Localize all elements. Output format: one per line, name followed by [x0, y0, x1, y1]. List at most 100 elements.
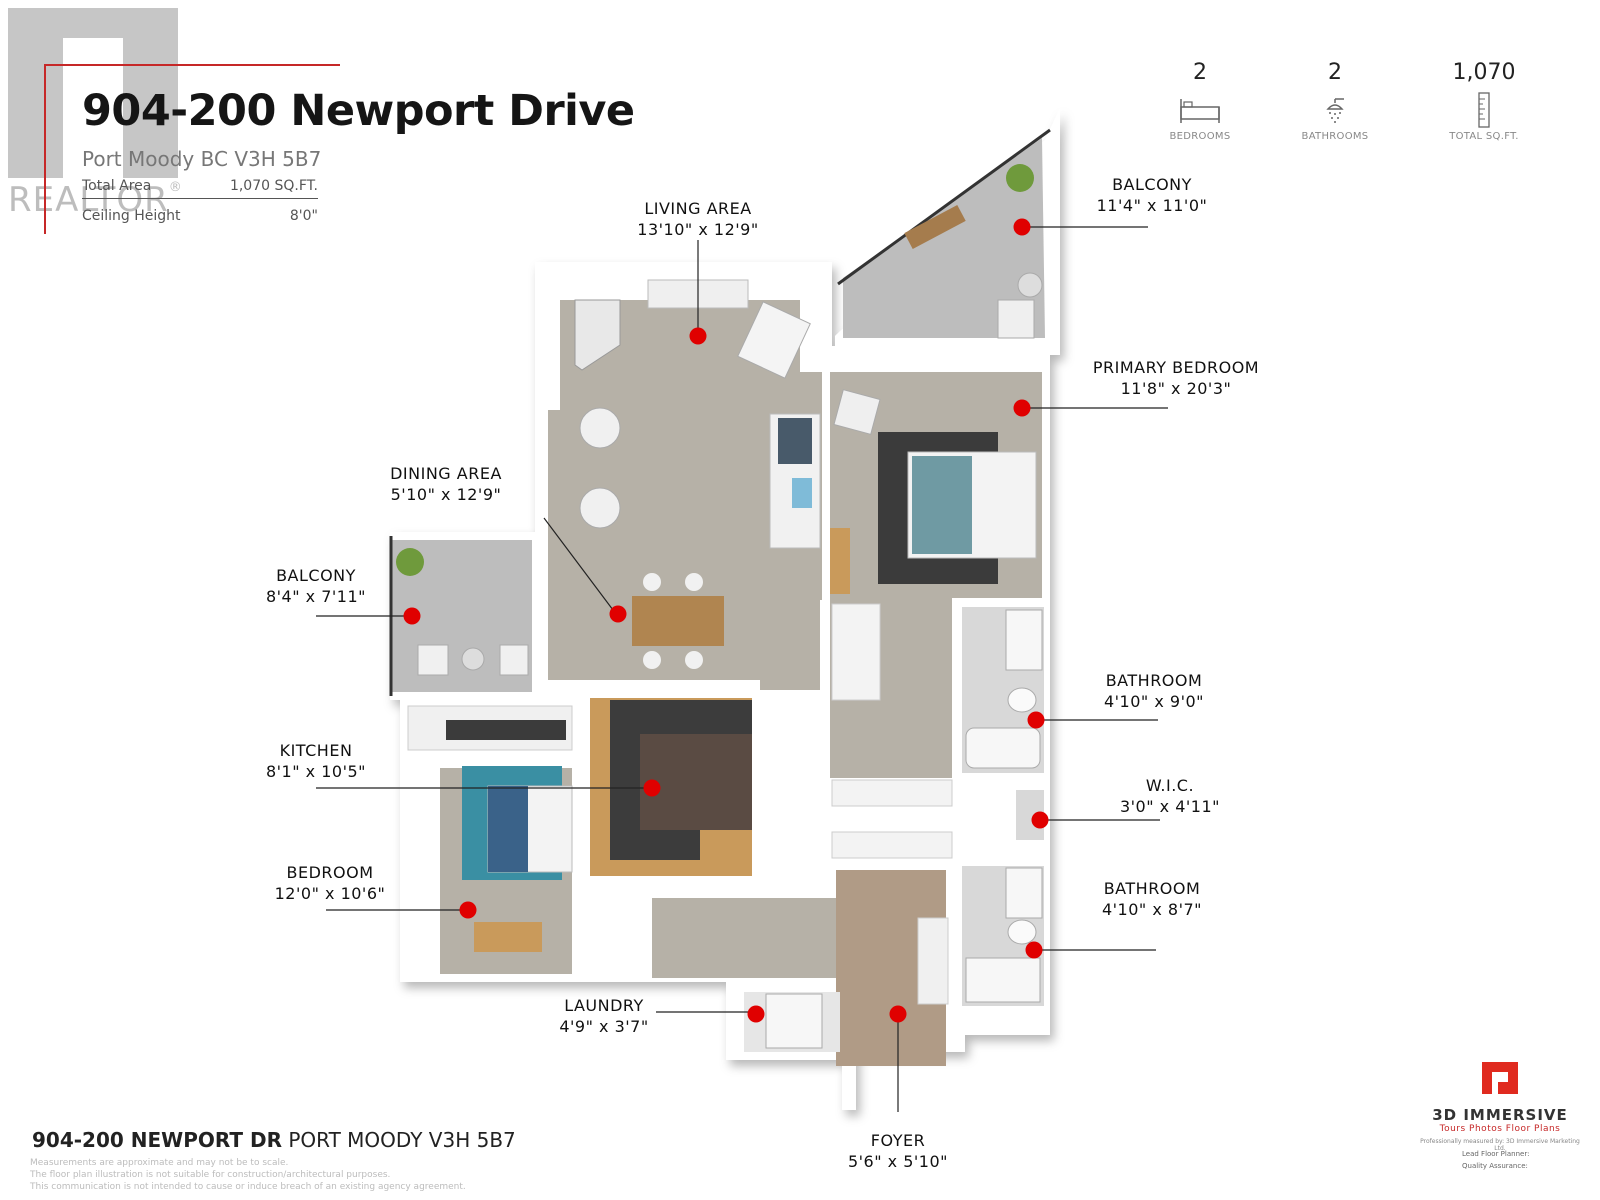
label-wic: W.I.C.3'0" x 4'11" [1100, 775, 1240, 817]
total-area-value: 1,070 SQ.FT. [229, 178, 318, 194]
qa-label: Quality Assurance: [1462, 1162, 1528, 1170]
label-balcony-left-dims: 8'4" x 7'11" [265, 587, 367, 606]
stat-total-sqft-label: TOTAL SQ.FT. [1449, 131, 1519, 142]
label-bath2-dims: 4'10" x 8'7" [1101, 900, 1203, 919]
kitchen-island [700, 830, 752, 860]
marker-foyer [889, 1005, 907, 1023]
disclaimer-3: This communication is not intended to ca… [30, 1182, 466, 1192]
realtor-logo-cutout [63, 38, 123, 178]
header-accent-line [44, 64, 340, 66]
logo-tagline: Tours Photos Floor Plans [1439, 1124, 1561, 1134]
balcony-left-furniture [396, 548, 529, 676]
label-primary: PRIMARY BEDROOM 11'8" x 20'3" [1066, 357, 1286, 399]
label-bath1-name: BATHROOM [1105, 671, 1203, 690]
entry-floor [652, 898, 836, 978]
label-dining: DINING AREA 5'10" x 12'9" [362, 463, 530, 505]
label-primary-name: PRIMARY BEDROOM [1092, 358, 1260, 377]
label-laundry-dims: 4'9" x 3'7" [559, 1017, 649, 1036]
shower-icon [1275, 93, 1395, 127]
realtor-watermark: REALTOR® [8, 8, 182, 220]
bathroom-1-fixtures [965, 609, 1043, 769]
closet-2 [831, 779, 953, 807]
disclaimer-2: The floor plan illustration is not suita… [30, 1170, 391, 1180]
label-living-name: LIVING AREA [644, 199, 752, 218]
stat-bedrooms-value: 2 [1193, 60, 1207, 85]
label-bath2-name: BATHROOM [1103, 879, 1201, 898]
total-area-label: Total Area [82, 178, 152, 194]
watermark-text: REALTOR [8, 180, 169, 220]
label-balcony-top: BALCONY 11'4" x 11'0" [1072, 174, 1232, 216]
marker-laundry [747, 1005, 765, 1023]
company-logo: 3D IMMERSIVE Tours Photos Floor Plans Pr… [1420, 1060, 1580, 1152]
logo-name: 3D IMMERSIVE [1432, 1106, 1568, 1124]
ceiling-height-value: 8'0" [289, 208, 318, 224]
ceiling-height-label: Ceiling Height [82, 208, 181, 224]
label-wic-dims: 3'0" x 4'11" [1119, 797, 1221, 816]
info-divider [82, 198, 318, 199]
label-balcony-top-dims: 11'4" x 11'0" [1096, 196, 1208, 215]
label-balcony-top-name: BALCONY [1112, 175, 1192, 194]
closet-1 [831, 603, 881, 701]
foyer-bench [917, 917, 949, 1005]
marker-wic [1031, 811, 1049, 829]
footer-address: 904-200 NEWPORT DR PORT MOODY V3H 5B7 [32, 1128, 516, 1152]
marker-bedroom [459, 901, 477, 919]
balcony-top-railing [837, 128, 1051, 286]
header-accent-vertical [44, 64, 46, 234]
bedroom-furniture [462, 766, 573, 952]
stat-bedrooms: 2 BEDROOMS [1140, 60, 1260, 142]
label-bedroom: BEDROOM 12'0" x 10'6" [258, 862, 402, 904]
ruler-icon [1424, 92, 1544, 128]
label-foyer-dims: 5'6" x 5'10" [847, 1152, 949, 1171]
lead-planner-label: Lead Floor Planner: [1462, 1150, 1530, 1158]
marker-balcony-top [1013, 218, 1031, 236]
primary-bedroom-furniture [830, 389, 1037, 594]
balcony-top-floor [843, 138, 1045, 338]
label-kitchen-name: KITCHEN [279, 741, 353, 760]
marker-primary [1013, 399, 1031, 417]
label-bath1: BATHROOM 4'10" x 9'0" [1084, 670, 1224, 712]
label-laundry-name: LAUNDRY [564, 996, 644, 1015]
immersive-logo-icon [1482, 1062, 1518, 1094]
bathroom-2-fixtures [965, 867, 1043, 1003]
living-furniture [574, 279, 821, 669]
marker-living [689, 327, 707, 345]
label-dining-dims: 5'10" x 12'9" [390, 485, 502, 504]
label-living-dims: 13'10" x 12'9" [637, 220, 759, 239]
stat-total-sqft: 1,070 TOTAL SQ.FT. [1424, 60, 1544, 142]
label-dining-name: DINING AREA [390, 464, 502, 483]
label-foyer: FOYER 5'6" x 5'10" [828, 1130, 968, 1172]
label-living: LIVING AREA 13'10" x 12'9" [598, 198, 798, 240]
marker-balcony-left [403, 607, 421, 625]
total-area-row: Total Area 1,070 SQ.FT. [82, 178, 318, 194]
label-bath1-dims: 4'10" x 9'0" [1103, 692, 1205, 711]
marker-kitchen [643, 779, 661, 797]
label-bedroom-name: BEDROOM [286, 863, 374, 882]
watermark-reg-mark: ® [168, 180, 183, 195]
leader-lines [316, 226, 1168, 1112]
kitchen-tile [640, 734, 752, 830]
label-foyer-name: FOYER [870, 1131, 926, 1150]
label-balcony-left: BALCONY 8'4" x 7'11" [248, 565, 384, 607]
realtor-watermark-text: REALTOR® [8, 180, 183, 220]
room-markers [403, 218, 1049, 1023]
footer-address-bold: 904-200 NEWPORT DR [32, 1128, 282, 1152]
footer-address-rest: PORT MOODY V3H 5B7 [282, 1128, 516, 1152]
label-balcony-left-name: BALCONY [276, 566, 356, 585]
living-floor [548, 300, 822, 690]
stat-total-sqft-value: 1,070 [1452, 60, 1516, 85]
label-laundry: LAUNDRY 4'9" x 3'7" [534, 995, 674, 1037]
closet-3 [831, 831, 953, 859]
label-primary-dims: 11'8" x 20'3" [1120, 379, 1232, 398]
logo-credit: Professionally measured by: 3D Immersive… [1420, 1138, 1580, 1152]
label-bath2: BATHROOM 4'10" x 8'7" [1082, 878, 1222, 920]
label-bedroom-dims: 12'0" x 10'6" [274, 884, 386, 903]
page-subtitle: Port Moody BC V3H 5B7 [82, 147, 322, 171]
stat-bathrooms-label: BATHROOMS [1301, 131, 1369, 142]
marker-bath1 [1027, 711, 1045, 729]
stat-bathrooms-value: 2 [1328, 60, 1342, 85]
marker-bath2 [1025, 941, 1043, 959]
label-kitchen-dims: 8'1" x 10'5" [265, 762, 367, 781]
stat-bedrooms-label: BEDROOMS [1169, 131, 1231, 142]
